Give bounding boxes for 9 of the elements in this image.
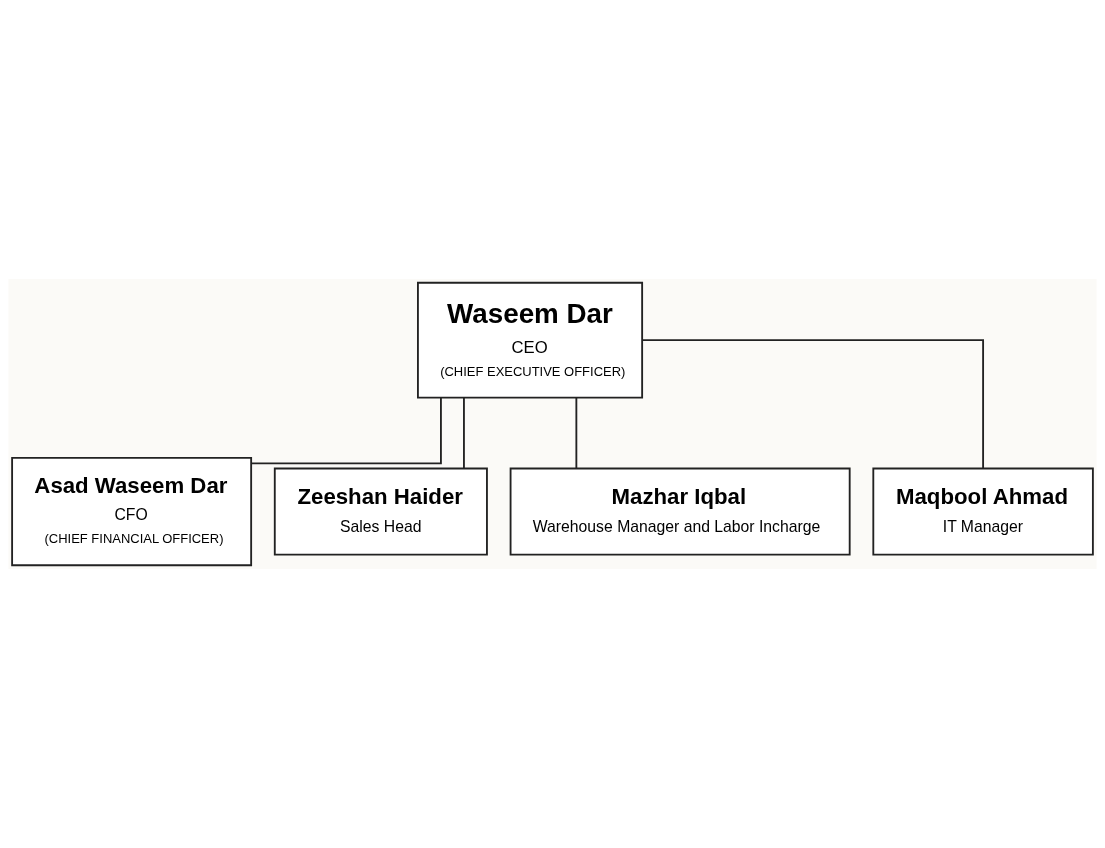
connector: [641, 339, 985, 470]
connector: [250, 396, 442, 465]
connector: [463, 396, 465, 470]
node-box: Zeeshan Haider Sales Head: [273, 467, 488, 556]
connector: [575, 396, 578, 470]
node-box: Asad Waseem Dar CFO (CHIEF FINANCIAL OFFICER): [11, 456, 253, 567]
node-box: Maqbool Ahmad IT Manager: [872, 467, 1094, 556]
node-box: Mazhar Iqbal Warehouse Manager and Labor Incharge: [509, 467, 851, 556]
node-box: Waseem Dar CEO (CHIEF EXECUTIVE OFFICER): [417, 281, 644, 399]
